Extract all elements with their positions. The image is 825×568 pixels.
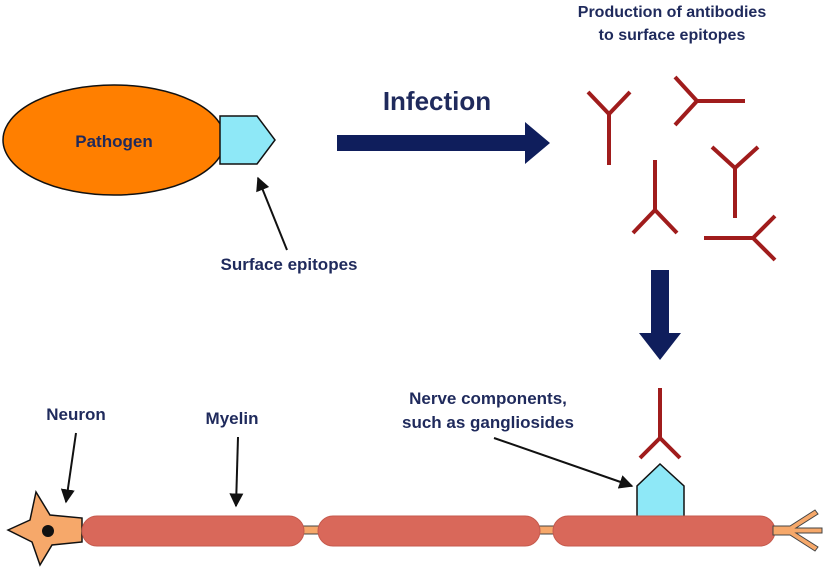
antibody-5 bbox=[704, 214, 777, 262]
neuron-pointer bbox=[60, 432, 77, 504]
antibody-4 bbox=[631, 160, 679, 235]
infection-label: Infection bbox=[383, 86, 491, 116]
pathogen-label: Pathogen bbox=[75, 132, 152, 151]
antibody-2 bbox=[673, 75, 745, 127]
axon-terminal bbox=[772, 509, 823, 552]
pathogen: Pathogen bbox=[2, 84, 276, 196]
neuron-label: Neuron bbox=[46, 405, 106, 424]
nerve-ganglioside-epitope bbox=[636, 462, 685, 520]
antibody-3 bbox=[710, 145, 760, 218]
pathogen-surface-epitope bbox=[219, 115, 276, 165]
myelin-pointer bbox=[229, 436, 244, 508]
myelin-segment-1 bbox=[81, 515, 305, 547]
myelin-segment-2 bbox=[317, 515, 541, 547]
antibodies-label-line1: Production of antibodies bbox=[578, 4, 767, 21]
neuron-nucleus bbox=[42, 525, 54, 537]
surface-epitopes-pointer bbox=[256, 176, 288, 251]
bound-antibody bbox=[638, 388, 682, 460]
neuron-axon bbox=[6, 490, 823, 567]
nerve-components-label-line1: Nerve components, bbox=[409, 389, 567, 408]
antibody-1 bbox=[586, 90, 632, 165]
surface-epitopes-label: Surface epitopes bbox=[221, 255, 358, 274]
infection-arrow bbox=[337, 122, 550, 164]
antibodies-label-line2: to surface epitopes bbox=[599, 27, 746, 44]
binding-arrow-down bbox=[639, 270, 681, 360]
nerve-components-label-line2: such as gangliosides bbox=[402, 413, 574, 432]
nerve-components-pointer bbox=[493, 437, 634, 489]
myelin-label: Myelin bbox=[206, 409, 259, 428]
myelin-segment-3 bbox=[552, 515, 776, 547]
